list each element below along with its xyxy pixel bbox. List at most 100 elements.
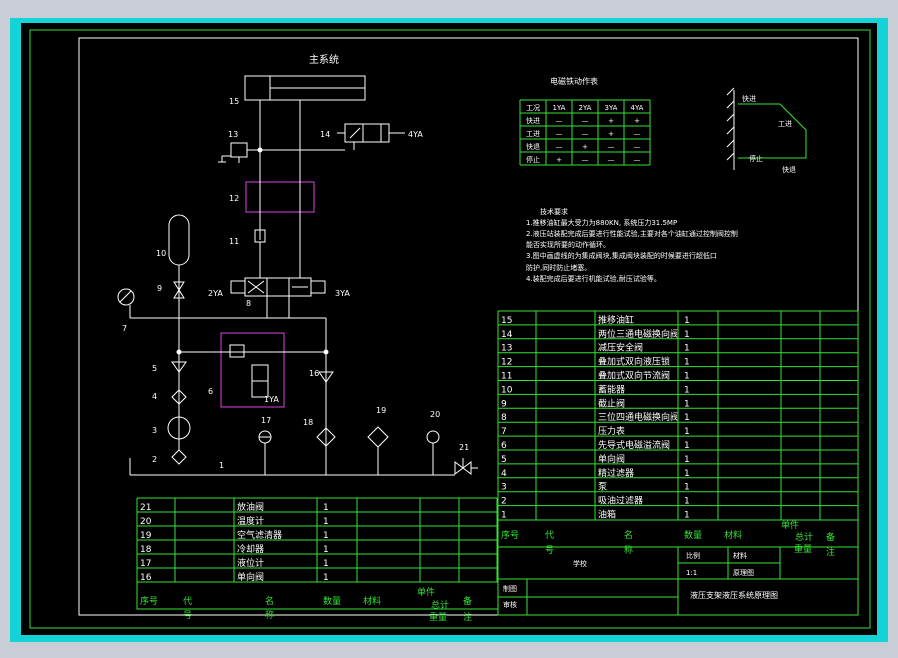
cycle-labels: 快进 工进 停止 快退 [742, 94, 796, 174]
label-16: 16 [309, 369, 319, 378]
hdr-r2-right: 注 [826, 546, 835, 558]
action-table-header: 1YA [553, 104, 566, 112]
action-table-cell: 工进 [526, 130, 540, 138]
label-17: 17 [261, 416, 271, 425]
tb-project: 液压支架液压系统原理图 [690, 590, 778, 600]
cycle-path [738, 103, 807, 159]
action-table-cell: 停止 [526, 155, 540, 164]
part-number: 11 [501, 372, 512, 382]
header-text-left: 序号 代 号 名 称 数量 材料 单件 总计 重量 备 注 [140, 586, 472, 623]
label-2ya: 2YA [208, 289, 223, 298]
part-number: 20 [140, 517, 152, 527]
part-qty: 1 [323, 545, 329, 555]
label-9: 9 [157, 284, 162, 293]
note-line-2: 2.液压站装配完成后要进行性能试验,主要对各个油缸通过控制阀控制 [526, 229, 738, 238]
part-number: 19 [140, 531, 152, 541]
part-qty: 1 [684, 358, 690, 368]
part-name: 三位四通电磁换向阀 [598, 411, 679, 423]
action-table-cell: + [634, 117, 640, 125]
hdr-name-b-right: 称 [624, 544, 633, 556]
part-name: 蓄能器 [598, 383, 625, 395]
label-4ya: 4YA [408, 130, 423, 139]
hdr-code-a-right: 代 [545, 530, 554, 541]
note-line-1: 1.推移油缸最大受力为880KN, 系统压力31.5MP [526, 218, 677, 227]
cycle-work-feed: 工进 [778, 120, 792, 128]
tb-material-label: 材料 [733, 551, 747, 560]
action-table-cell: + [608, 130, 614, 138]
part-number: 17 [140, 559, 151, 569]
action-table-header: 4YA [631, 104, 644, 112]
part-qty: 1 [684, 385, 690, 395]
hdr-w1-left: 单件 [417, 586, 435, 598]
component-labels: 15 13 14 4YA 12 11 10 9 2YA 8 3YA 7 5 6 … [122, 97, 469, 470]
action-table-cell: — [634, 130, 641, 138]
action-table-cell: — [608, 156, 615, 164]
part-qty: 1 [684, 483, 690, 493]
part-qty: 1 [684, 455, 690, 465]
cad-canvas[interactable]: 主系统 [21, 23, 877, 635]
note-line-6: 4.装配完成后要进行机能试验,耐压试验等。 [526, 274, 661, 283]
tb-school: 学校 [573, 559, 587, 568]
label-13: 13 [228, 130, 238, 139]
label-3ya: 3YA [335, 289, 350, 298]
part-number: 12 [501, 358, 512, 368]
action-table-cell: — [582, 156, 589, 164]
action-table-cell: + [556, 156, 562, 164]
part-name: 单向阀 [237, 571, 264, 583]
part-name: 单向阀 [598, 453, 625, 465]
part-number: 6 [501, 441, 507, 451]
hdr-material-right: 材料 [724, 529, 742, 541]
part-name: 空气滤清器 [237, 529, 282, 541]
action-table-cell: 快退 [526, 142, 540, 151]
note-line-3: 能否实现所要的动作循环。 [526, 240, 610, 249]
label-14: 14 [320, 130, 330, 139]
label-6: 6 [208, 387, 213, 396]
part-qty: 1 [684, 399, 690, 409]
tb-check-label: 审核 [503, 600, 517, 609]
tb-draw-label: 制图 [503, 584, 517, 593]
hdr-code-b-right: 号 [545, 545, 554, 556]
part-number: 21 [140, 503, 151, 513]
label-11: 11 [229, 237, 239, 246]
action-table-cell: — [608, 143, 615, 151]
title-block-text: 学校 比例 材料 1:1 原理图 制图 审核 液压支架液压系统原理图 [503, 551, 778, 609]
part-name: 两位三通电磁换向阀 [598, 328, 679, 340]
part-qty: 1 [684, 372, 690, 382]
header-text-right: 序号 代 号 名 称 数量 材料 单件 总计 重量 备 注 [501, 519, 835, 558]
action-table-cell: — [634, 156, 641, 164]
part-qty: 1 [323, 503, 329, 513]
hdr-w1-right: 单件 [781, 519, 799, 531]
label-1: 1 [219, 461, 224, 470]
part-qty: 1 [684, 413, 690, 423]
part-name: 叠加式双向液压锁 [598, 356, 670, 368]
title-block-grid [497, 546, 859, 616]
part-qty: 1 [684, 497, 690, 507]
tb-drawing-name: 原理图 [733, 569, 754, 577]
part-qty: 1 [684, 511, 690, 521]
hdr-seq-right: 序号 [501, 529, 519, 541]
part-number: 18 [140, 545, 152, 555]
part-qty: 1 [684, 316, 690, 326]
label-19: 19 [376, 406, 386, 415]
label-1ya: 1YA [264, 395, 279, 404]
part-name: 精过滤器 [598, 467, 634, 479]
part-qty: 1 [684, 330, 690, 340]
part-name: 推移油缸 [598, 314, 634, 326]
hdr-r2-left: 注 [463, 611, 472, 623]
part-number: 4 [501, 469, 507, 479]
action-table-cell: — [556, 143, 563, 151]
part-name: 液位计 [237, 557, 264, 569]
action-table-header: 3YA [605, 104, 618, 112]
tb-ratio: 1:1 [686, 569, 697, 577]
action-table-cell: — [556, 117, 563, 125]
label-21: 21 [459, 443, 469, 452]
notes-heading: 技术要求 [540, 207, 568, 216]
part-qty: 1 [323, 517, 329, 527]
part-qty: 1 [684, 469, 690, 479]
part-qty: 1 [323, 559, 329, 569]
part-number: 5 [501, 455, 507, 465]
cycle-stop: 停止 [749, 154, 763, 163]
